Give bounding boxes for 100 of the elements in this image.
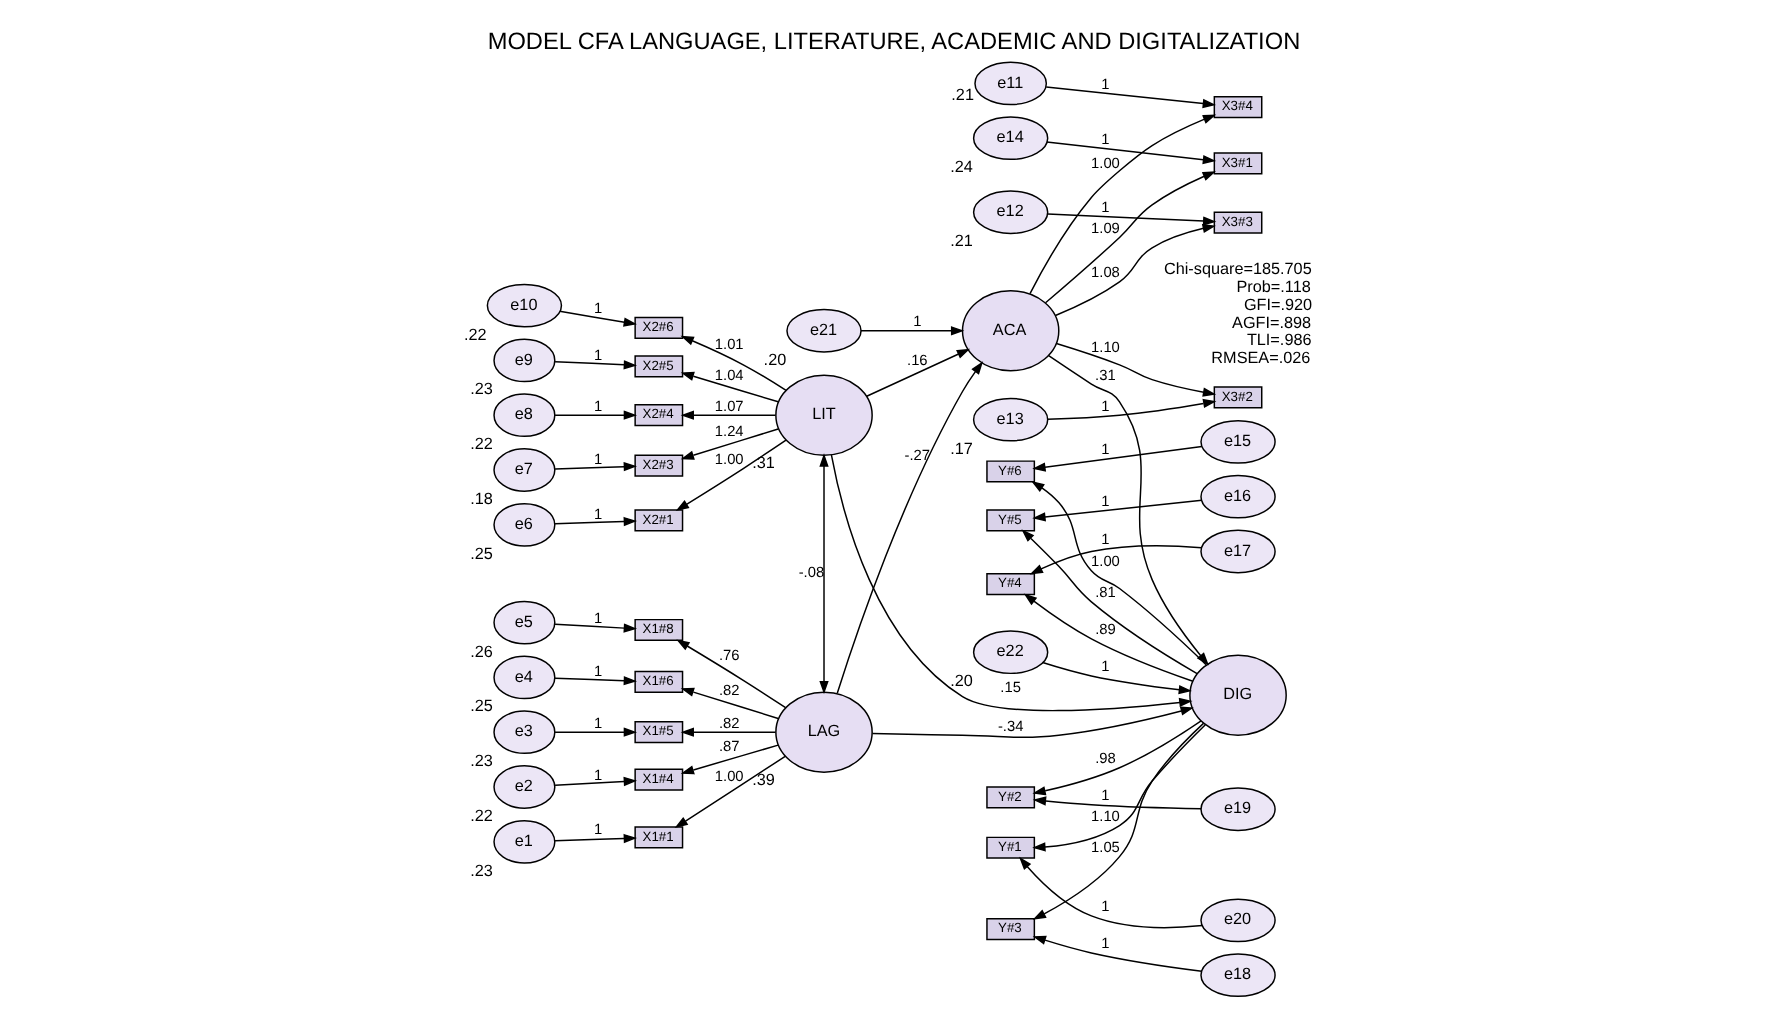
node-label: .21 <box>950 84 973 103</box>
arrow <box>1031 934 1202 971</box>
arrow <box>1031 444 1202 471</box>
arrow <box>553 359 637 369</box>
arrow <box>553 775 637 786</box>
node-label: .23 <box>469 379 492 398</box>
node-ellipse: e3 <box>492 709 555 754</box>
node-label: .21 <box>949 231 972 250</box>
node-ellipse: e20 <box>1199 897 1275 942</box>
edge-label: 1 <box>1100 490 1109 509</box>
node-ellipse: LAG <box>774 690 872 772</box>
edge-label: .76 <box>717 644 739 663</box>
node-ellipse: e4 <box>492 654 555 699</box>
edge-label: 1.24 <box>713 420 743 439</box>
edge-label: 1.08 <box>1090 262 1119 281</box>
arrow <box>1020 528 1197 674</box>
edge-label: 1 <box>592 449 602 468</box>
edge-label: 1 <box>592 395 602 414</box>
arrow <box>679 370 778 402</box>
arrow <box>829 453 1192 711</box>
edge-label: 1 <box>1100 74 1109 93</box>
edge-label: -.27 <box>903 444 930 463</box>
edge-label: 1 <box>592 712 602 731</box>
arrow <box>1031 795 1202 809</box>
edge-label: 1 <box>592 819 602 838</box>
arrow <box>1044 85 1215 108</box>
edge-label: 1.09 <box>1090 218 1119 236</box>
edge-label: 1 <box>592 607 602 626</box>
label: AGFI=.898 <box>1231 312 1311 331</box>
edge-label: .81 <box>1094 582 1115 601</box>
edge-label: 1.10 <box>1090 806 1119 825</box>
arrow <box>1028 113 1216 294</box>
edge-label: 1 <box>1100 197 1109 216</box>
edge-label: 1 <box>1100 933 1109 952</box>
arrow <box>1054 341 1216 396</box>
node-ellipse: e10 <box>485 282 562 327</box>
arrow <box>1031 719 1201 795</box>
node-label: .18 <box>469 488 492 507</box>
node-ellipse: e17 <box>1199 528 1275 573</box>
arrow <box>553 832 637 843</box>
node-ellipse: e22 <box>971 629 1048 674</box>
node-ellipse: LIT <box>774 373 872 455</box>
edge-label: .82 <box>717 712 739 731</box>
node-ellipse: e15 <box>1199 418 1275 463</box>
arrow <box>1045 397 1216 419</box>
arrow <box>679 726 776 736</box>
edge-label: 1 <box>592 345 602 364</box>
edge-label: 1 <box>1100 785 1109 804</box>
node-ellipse: e12 <box>971 189 1048 234</box>
node-ellipse: e2 <box>492 764 555 808</box>
node-ellipse: e16 <box>1199 473 1275 518</box>
label: Prob=.118 <box>1235 276 1310 295</box>
arrow <box>553 515 637 526</box>
arrow <box>1028 544 1202 574</box>
arrow <box>673 754 785 828</box>
edge-label: 1.00 <box>1090 551 1119 570</box>
arrow <box>1053 222 1215 316</box>
edge-label: 1.04 <box>713 364 743 383</box>
node-ellipse: e13 <box>971 396 1048 441</box>
edge-label: 1 <box>1100 395 1109 414</box>
label: RMSEA=.026 <box>1210 348 1310 367</box>
arrow <box>818 452 828 694</box>
arrow <box>674 438 786 510</box>
node-label: .20 <box>762 349 786 368</box>
edge-label: .98 <box>1094 748 1115 767</box>
edge-label: 1 <box>1100 129 1109 148</box>
arrow <box>1018 855 1203 928</box>
edge-label: 1 <box>592 660 602 679</box>
node-label: .39 <box>751 770 774 789</box>
node-ellipse: e19 <box>1199 786 1275 831</box>
node-label: .22 <box>469 805 492 824</box>
arrow <box>864 347 970 396</box>
edge-label: .82 <box>717 680 739 699</box>
arrow <box>1031 721 1204 919</box>
edge-label: 1.00 <box>1090 152 1119 171</box>
arrow <box>679 427 778 459</box>
edge-label: .16 <box>906 349 927 368</box>
node-ellipse: e6 <box>492 501 555 546</box>
node-ellipse: ACA <box>960 289 1059 371</box>
diagram-title: MODEL CFA LANGUAGE, LITERATURE, ACADEMIC AND DIGITALIZATION <box>486 25 1300 54</box>
node-label: .22 <box>463 324 486 343</box>
arrow <box>1022 592 1193 681</box>
arrow <box>553 622 637 632</box>
edge-label: 1 <box>1100 529 1109 548</box>
node-ellipse: e14 <box>971 115 1048 160</box>
arrow <box>553 409 637 419</box>
arrow <box>1044 140 1216 164</box>
node-label: .20 <box>949 671 972 690</box>
node-ellipse: e9 <box>492 337 555 382</box>
node-ellipse: e8 <box>492 392 555 437</box>
edge-label: 1 <box>592 503 602 522</box>
node-label: .17 <box>949 438 972 457</box>
arrow <box>679 334 786 391</box>
node-ellipse: e18 <box>1199 952 1275 997</box>
arrow <box>1031 723 1206 851</box>
edge-label: .31 <box>1094 364 1115 383</box>
edge-label: .15 <box>999 677 1020 696</box>
arrow <box>679 686 778 719</box>
edge-label: 1 <box>592 297 602 316</box>
node-ellipse: e1 <box>492 818 555 863</box>
